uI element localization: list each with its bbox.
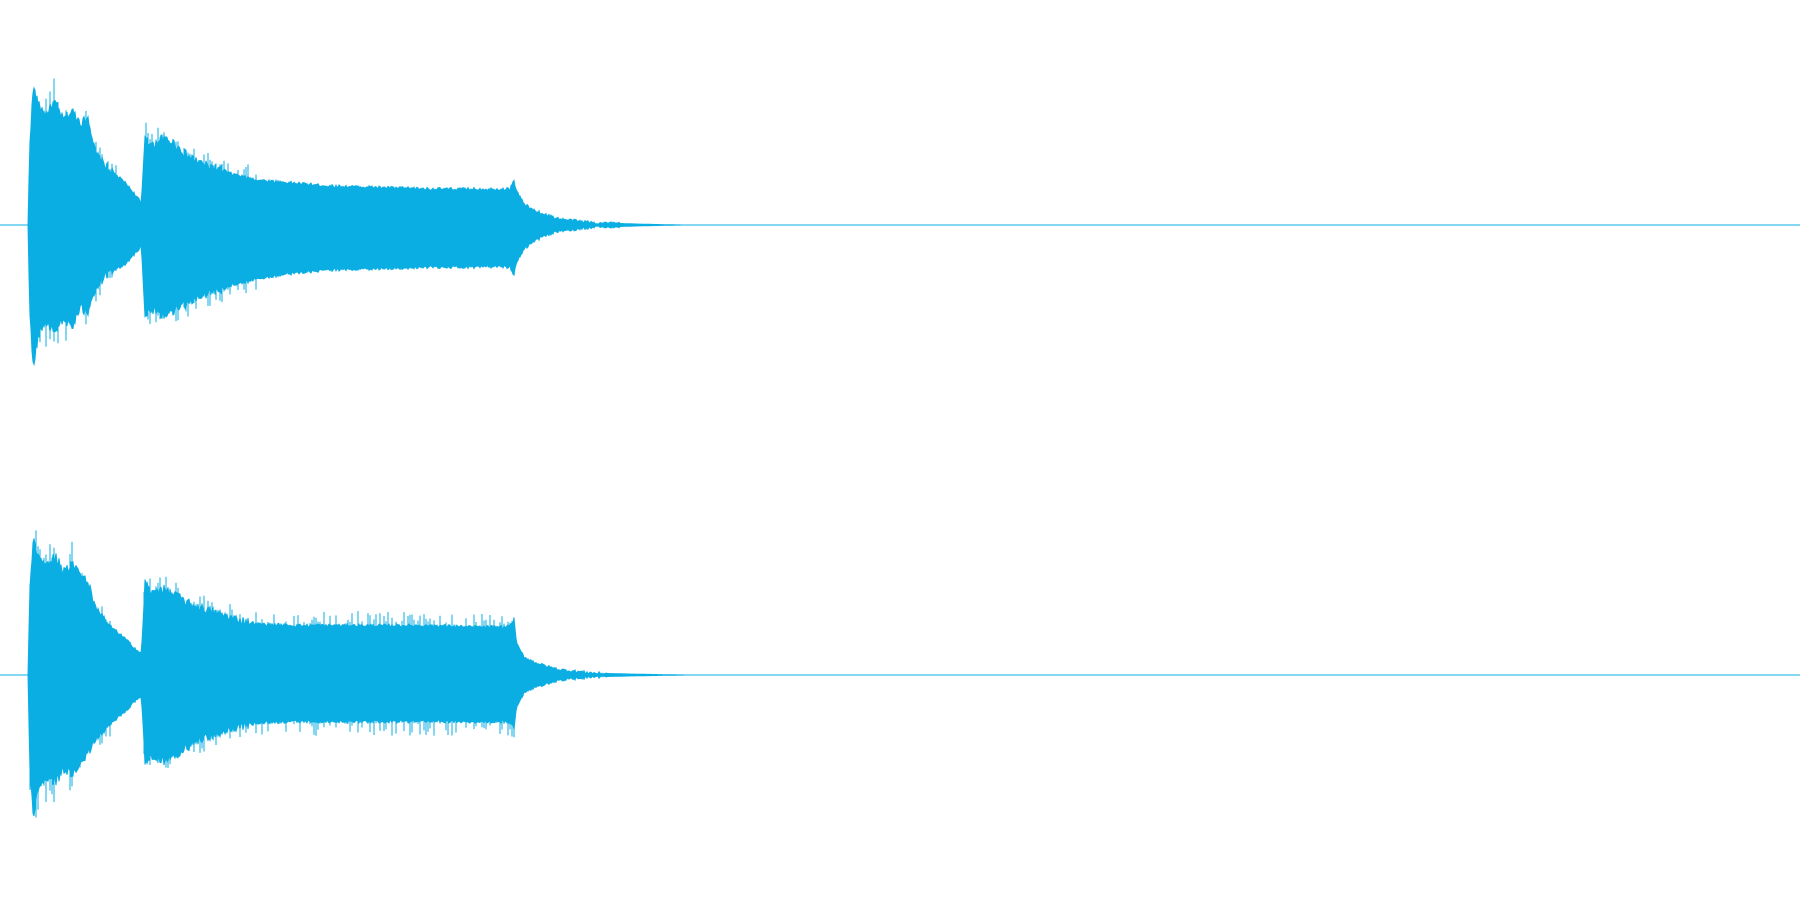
- channel-1-transients: [39, 78, 257, 347]
- channel-2-track: [0, 530, 1800, 818]
- channel-1-track: [0, 78, 1800, 367]
- channel-2-transients: [29, 530, 515, 818]
- channel-1-waveform: [27, 86, 684, 367]
